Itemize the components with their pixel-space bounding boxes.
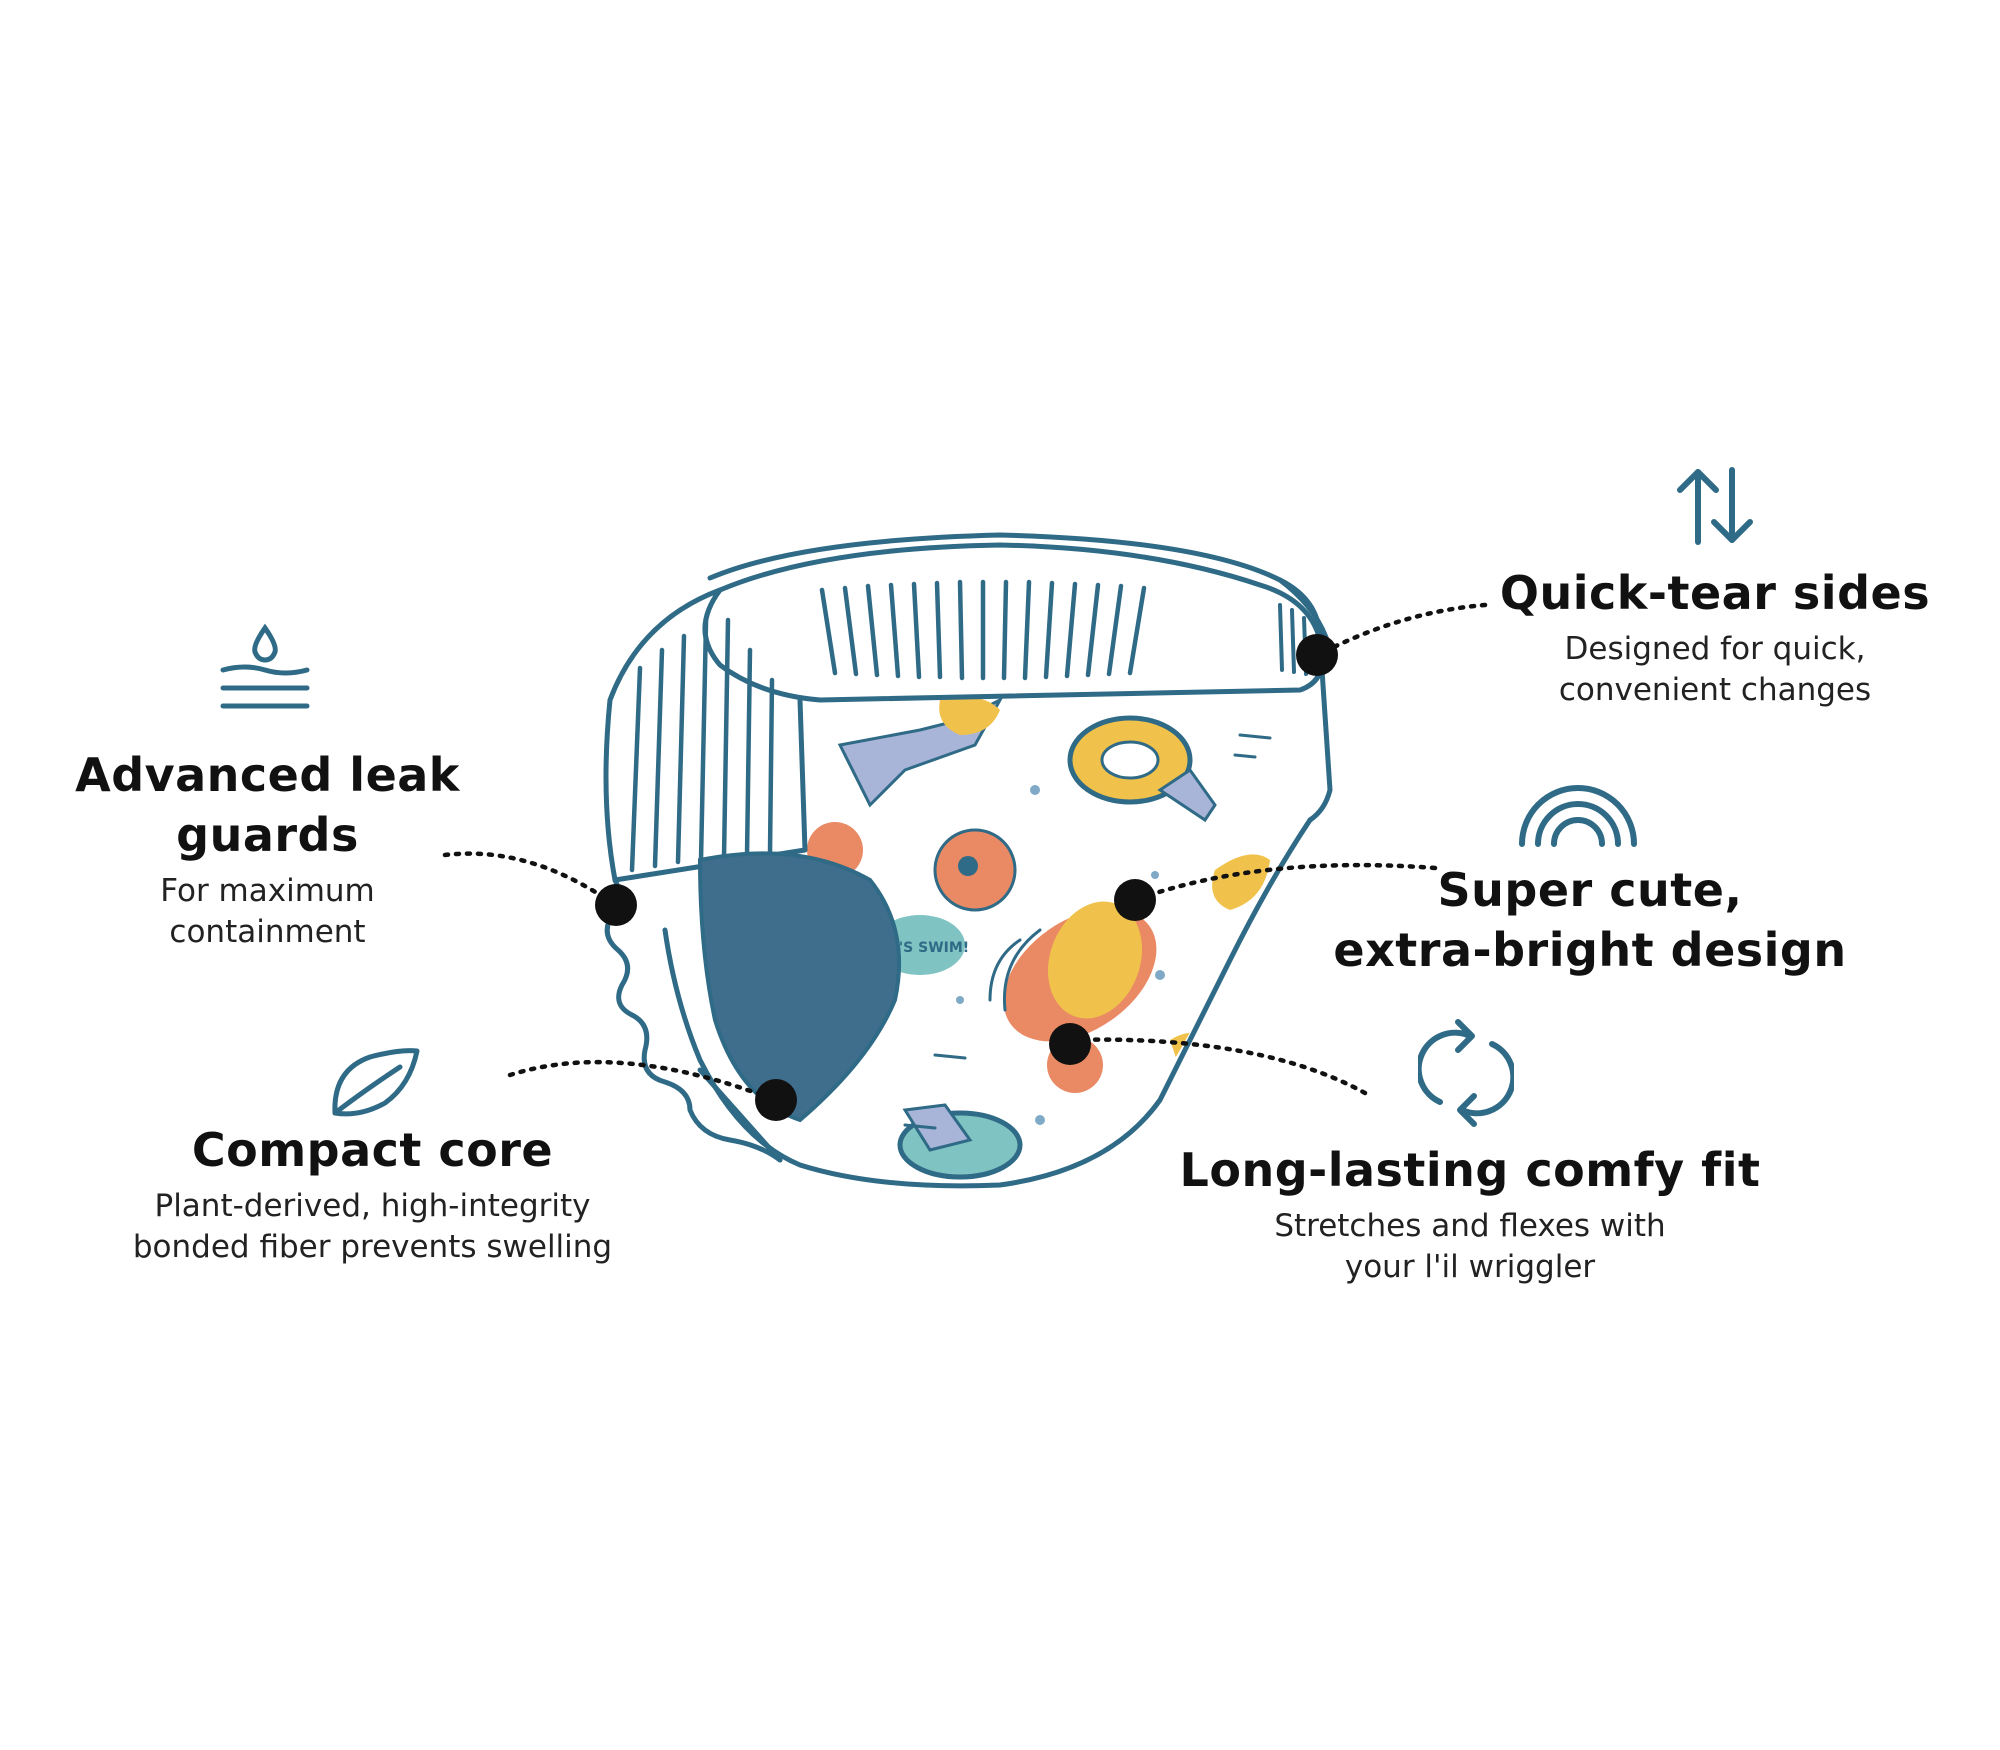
leaf-icon bbox=[332, 1048, 420, 1117]
refresh-cycle-icon bbox=[1418, 1019, 1514, 1127]
feature-leak-guards-title-line-2: guards bbox=[176, 808, 359, 862]
feature-bright-design: Super cute, extra-bright design bbox=[1320, 860, 1860, 980]
left-side-panel bbox=[603, 587, 808, 883]
feature-compact-core-title-line-1: Compact core bbox=[191, 1123, 554, 1177]
callout-dot-tear bbox=[1296, 634, 1338, 676]
feature-compact-core-desc-line-1: Plant-derived, high-integrity bbox=[154, 1188, 591, 1224]
feature-bright-design-title-line-2: extra-bright design bbox=[1333, 923, 1847, 977]
callout-line-leak bbox=[442, 851, 618, 908]
feature-quick-tear-sides: Quick-tear sides Designed for quick, con… bbox=[1485, 563, 1945, 711]
callout-dot-core bbox=[755, 1079, 797, 1121]
feature-compact-core: Compact core Plant-derived, high-integri… bbox=[100, 1120, 645, 1268]
feature-bright-design-title-line-1: Super cute, bbox=[1437, 863, 1743, 917]
feature-leak-guards: Advanced leak guards For maximum contain… bbox=[40, 745, 495, 953]
feature-leak-guards-description: For maximum containment bbox=[40, 871, 495, 953]
callout-dot-design bbox=[1114, 879, 1156, 921]
waistband bbox=[702, 542, 1325, 703]
feature-quick-tear-sides-description: Designed for quick, convenient changes bbox=[1485, 629, 1945, 711]
callout-line-fit bbox=[1067, 1037, 1368, 1096]
feature-quick-tear-sides-desc-line-2: convenient changes bbox=[1558, 672, 1872, 708]
feature-quick-tear-sides-desc-line-1: Designed for quick, bbox=[1564, 631, 1866, 667]
feature-leak-guards-desc-line-2: containment bbox=[169, 914, 366, 950]
feature-compact-core-title: Compact core bbox=[100, 1120, 645, 1180]
callout-line-tear bbox=[1315, 602, 1488, 658]
feature-comfy-fit-title: Long-lasting comfy fit bbox=[1170, 1140, 1770, 1200]
callout-line-design bbox=[1132, 862, 1438, 903]
rainbow-icon bbox=[1519, 785, 1637, 847]
feature-comfy-fit-desc-line-1: Stretches and flexes with bbox=[1274, 1208, 1666, 1244]
feature-leak-guards-desc-line-1: For maximum bbox=[160, 873, 375, 909]
feature-leak-guards-title-line-1: Advanced leak bbox=[75, 748, 460, 802]
callout-dot-fit bbox=[1049, 1023, 1091, 1065]
feature-quick-tear-sides-title-line-1: Quick-tear sides bbox=[1499, 566, 1931, 620]
feature-comfy-fit-description: Stretches and flexes with your l'il wrig… bbox=[1170, 1206, 1770, 1288]
water-drop-waves-icon bbox=[220, 623, 310, 709]
feature-comfy-fit-desc-line-2: your l'il wriggler bbox=[1344, 1249, 1596, 1285]
feature-comfy-fit: Long-lasting comfy fit Stretches and fle… bbox=[1170, 1140, 1770, 1288]
compact-core-panel bbox=[697, 851, 902, 1123]
feature-comfy-fit-title-line-1: Long-lasting comfy fit bbox=[1179, 1143, 1761, 1197]
feature-quick-tear-sides-title: Quick-tear sides bbox=[1485, 563, 1945, 623]
callout-dot-leak bbox=[595, 884, 637, 926]
up-down-arrows-icon bbox=[1677, 467, 1753, 545]
feature-leak-guards-title: Advanced leak guards bbox=[40, 745, 495, 865]
ruffled-leg-edge bbox=[604, 877, 783, 1163]
feature-compact-core-description: Plant-derived, high-integrity bonded fib… bbox=[100, 1186, 645, 1268]
feature-compact-core-desc-line-2: bonded fiber prevents swelling bbox=[132, 1229, 613, 1265]
feature-bright-design-title: Super cute, extra-bright design bbox=[1320, 860, 1860, 980]
callout-line-core bbox=[507, 1059, 778, 1103]
